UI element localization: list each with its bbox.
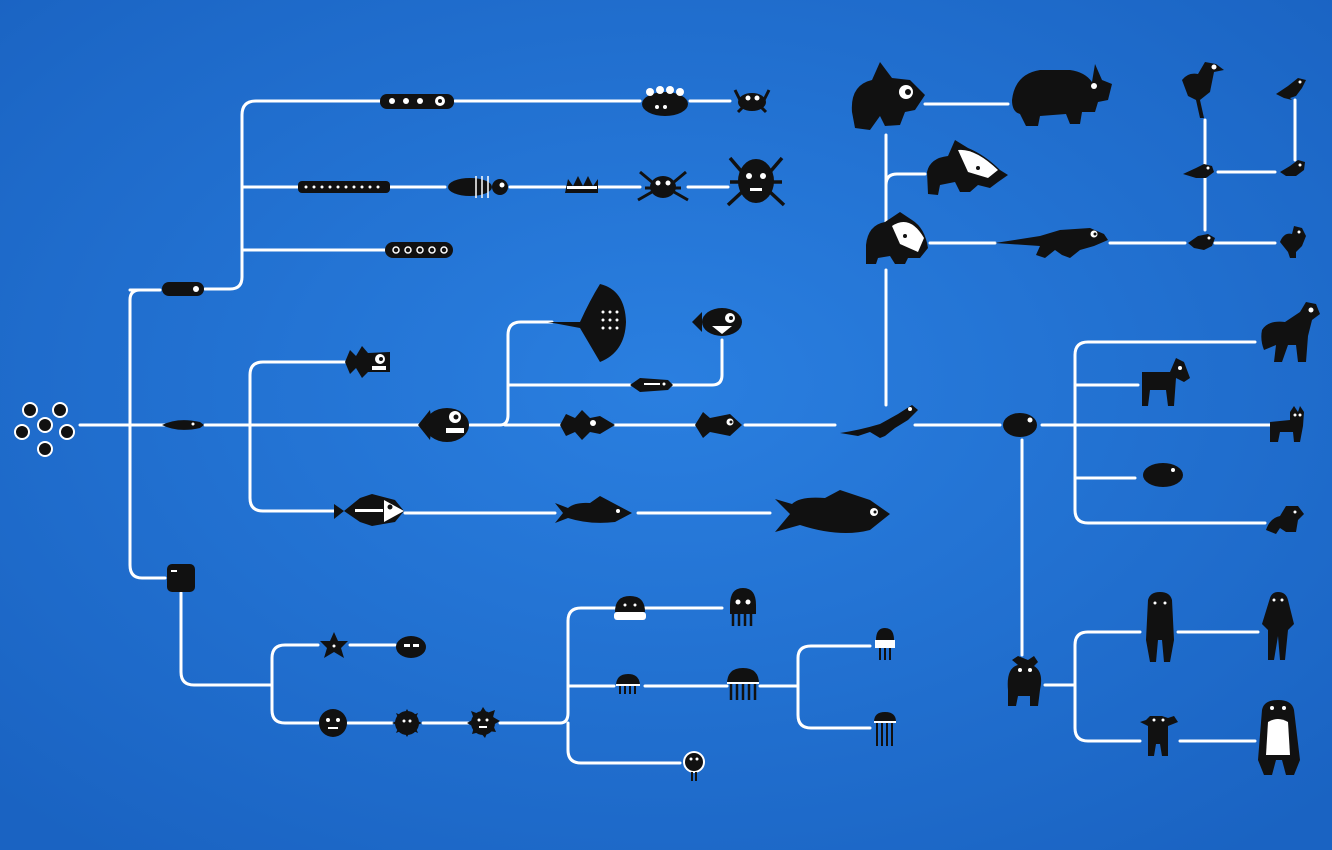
dino-head-upper xyxy=(851,62,925,130)
frilled-dino xyxy=(866,212,928,264)
horned-dino xyxy=(927,140,1008,195)
bear xyxy=(1007,656,1042,706)
small-ape xyxy=(1140,716,1178,756)
llama xyxy=(1261,302,1320,362)
chicken xyxy=(1280,226,1306,258)
long-fish xyxy=(334,494,404,526)
raptor xyxy=(995,228,1108,258)
hamster xyxy=(1143,463,1183,487)
line-sponge-down xyxy=(179,591,274,687)
line-puffer xyxy=(248,360,347,427)
line-angler xyxy=(670,338,724,387)
line-manta xyxy=(468,320,554,427)
cell-cluster xyxy=(14,402,75,457)
perched-bird-top xyxy=(1276,78,1306,100)
small-bird-low xyxy=(1188,234,1215,250)
tall-jelly xyxy=(874,712,896,746)
line-llama xyxy=(1073,340,1257,427)
trilobite xyxy=(642,86,688,116)
spiky-fish xyxy=(560,410,615,440)
small-jelly xyxy=(875,628,895,660)
lizard xyxy=(840,405,918,438)
small-bird-mid-right xyxy=(1280,160,1305,176)
puffer-fish xyxy=(345,346,390,378)
yeti xyxy=(1258,700,1300,775)
worm-ancestor xyxy=(162,282,204,296)
dome-jelly xyxy=(614,596,646,620)
round-fish xyxy=(418,408,469,442)
angler-fish xyxy=(692,308,742,336)
large-spider xyxy=(726,156,786,207)
shark-large xyxy=(775,490,890,534)
line-small-ape xyxy=(1073,683,1142,743)
kangaroo xyxy=(1266,506,1304,534)
polyp xyxy=(683,751,705,781)
blob xyxy=(396,636,426,658)
small-minnow xyxy=(630,378,673,392)
line-polyp xyxy=(566,721,682,765)
segmented-worm-top xyxy=(380,94,454,109)
cat xyxy=(1270,406,1304,442)
creatures xyxy=(14,62,1320,781)
manta-ray xyxy=(548,284,626,362)
line-small-jelly xyxy=(796,644,872,688)
small-eel xyxy=(162,420,204,430)
line-longfish xyxy=(248,423,337,513)
small-mammal xyxy=(1003,413,1037,437)
tree-lines xyxy=(78,98,1297,765)
caterpillar xyxy=(298,181,390,193)
squid-jelly xyxy=(730,588,756,626)
line-worm-top xyxy=(203,99,382,291)
line-horned-dino xyxy=(884,172,927,187)
small-bird-mid xyxy=(1183,164,1214,178)
crab xyxy=(733,89,771,114)
sponge xyxy=(167,564,195,592)
line-tall-jelly xyxy=(796,684,872,730)
millipede xyxy=(385,242,453,258)
line-kangaroo xyxy=(1073,423,1267,525)
rhino-beast xyxy=(1012,64,1112,126)
starfish xyxy=(320,632,348,658)
line-dome xyxy=(498,606,617,725)
bell-jelly xyxy=(727,668,759,700)
line-gorilla xyxy=(1073,630,1142,687)
crown-creature xyxy=(565,176,598,193)
round-face xyxy=(319,709,347,737)
chimp-standing xyxy=(1262,592,1294,660)
gorilla xyxy=(1146,592,1174,662)
jelly-medium xyxy=(616,674,640,694)
flower-creature xyxy=(392,709,422,737)
insect xyxy=(448,176,508,198)
horse xyxy=(1142,358,1190,406)
shark-small xyxy=(555,496,632,523)
sun-creature xyxy=(467,707,500,738)
tall-bird xyxy=(1182,62,1224,118)
fin-fish xyxy=(695,412,742,438)
line-roundface xyxy=(270,683,320,725)
line-starfish xyxy=(270,643,320,687)
spider xyxy=(637,170,689,202)
